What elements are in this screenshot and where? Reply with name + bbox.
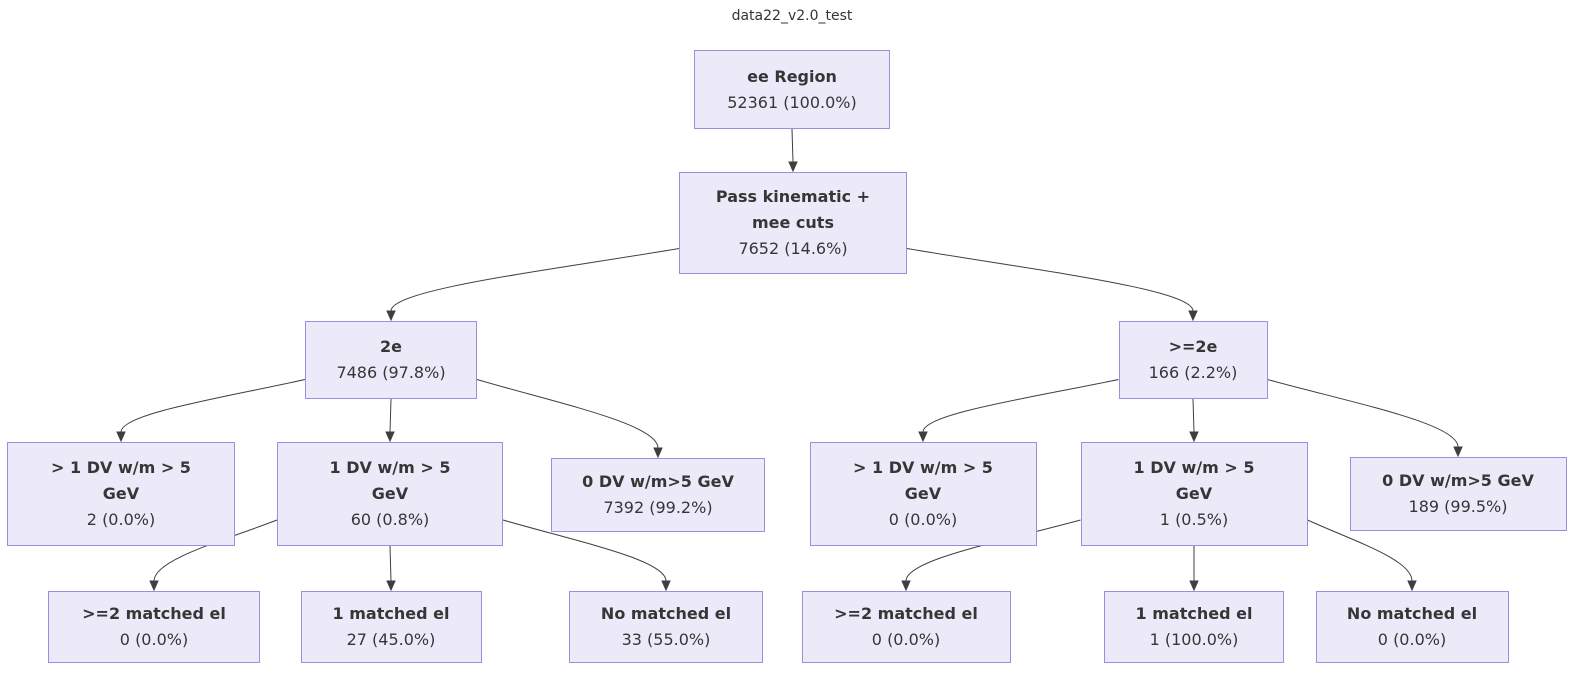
arrowhead bbox=[1188, 310, 1198, 322]
node-label: 0 DV w/m>5 GeV bbox=[1382, 471, 1534, 490]
node-r_ge2m: >=2 matched el 0 (0.0%) bbox=[801, 591, 1011, 663]
arrowhead bbox=[1189, 580, 1199, 592]
node-value: 33 (55.0%) bbox=[621, 630, 711, 649]
node-pass: Pass kinematic + mee cuts 7652 (14.6%) bbox=[679, 172, 907, 274]
node-value: 7392 (99.2%) bbox=[603, 498, 713, 517]
node-value: 52361 (100.0%) bbox=[727, 92, 857, 112]
node-r_gt1dv: > 1 DV w/m > 5 GeV 0 (0.0%) bbox=[809, 442, 1037, 546]
edge-ge2e-r_1dv bbox=[1192, 398, 1195, 433]
node-label: > 1 DV w/m > 5 GeV bbox=[51, 458, 191, 503]
node-value: 1 (100.0%) bbox=[1149, 630, 1239, 649]
arrowhead bbox=[653, 447, 663, 459]
edge-pass-ge2e bbox=[906, 248, 1194, 312]
node-r_0dv: 0 DV w/m>5 GeV 189 (99.5%) bbox=[1349, 457, 1567, 531]
node-e2: 2e 7486 (97.8%) bbox=[305, 321, 477, 399]
arrowhead bbox=[901, 580, 911, 592]
node-label: 1 DV w/m > 5 GeV bbox=[1133, 458, 1255, 503]
edge-e2-l_0dv bbox=[476, 379, 659, 449]
arrowhead bbox=[386, 580, 396, 592]
node-label: No matched el bbox=[600, 604, 732, 623]
node-value: 166 (2.2%) bbox=[1148, 363, 1238, 382]
edge-pass-e2 bbox=[390, 248, 680, 312]
arrowhead bbox=[788, 161, 798, 173]
edge-root-pass bbox=[791, 128, 794, 163]
node-value: 0 (0.0%) bbox=[888, 510, 958, 529]
edge-ge2e-r_0dv bbox=[1267, 379, 1459, 448]
node-value: 0 (0.0%) bbox=[119, 630, 189, 649]
edge-l_1dv-l_1m bbox=[389, 545, 392, 582]
edge-e2-l_1dv bbox=[389, 398, 392, 433]
node-value: 1 (0.5%) bbox=[1159, 510, 1229, 529]
node-label: 0 DV w/m>5 GeV bbox=[582, 472, 734, 491]
node-value: 27 (45.0%) bbox=[346, 630, 436, 649]
edge-r_1dv-r_ge2m bbox=[905, 519, 1081, 582]
edge-l_1dv-l_0m bbox=[502, 519, 667, 582]
node-value: 0 (0.0%) bbox=[1377, 630, 1447, 649]
edge-e2-l_gt1dv bbox=[120, 379, 306, 433]
node-root: ee Region 52361 (100.0%) bbox=[694, 50, 890, 129]
arrowhead bbox=[386, 310, 396, 322]
node-value: 189 (99.5%) bbox=[1408, 497, 1508, 516]
node-label: >=2e bbox=[1168, 337, 1218, 356]
node-value: 7486 (97.8%) bbox=[336, 363, 446, 382]
node-label: 1 matched el bbox=[332, 604, 450, 623]
node-label: > 1 DV w/m > 5 GeV bbox=[853, 458, 993, 503]
node-label: 1 DV w/m > 5 GeV bbox=[329, 458, 451, 503]
arrowhead bbox=[1189, 431, 1199, 443]
edge-l_1dv-l_ge2m bbox=[153, 519, 278, 582]
node-l_1m: 1 matched el 27 (45.0%) bbox=[300, 591, 482, 663]
node-value: 0 (0.0%) bbox=[871, 630, 941, 649]
node-r_1dv: 1 DV w/m > 5 GeV 1 (0.5%) bbox=[1080, 442, 1308, 546]
node-l_0dv: 0 DV w/m>5 GeV 7392 (99.2%) bbox=[551, 458, 765, 532]
node-value: 60 (0.8%) bbox=[350, 510, 430, 529]
arrowhead bbox=[918, 431, 928, 443]
diagram-title: data22_v2.0_test bbox=[731, 8, 853, 24]
node-label: Pass kinematic + mee cuts bbox=[715, 187, 871, 232]
arrowhead bbox=[149, 580, 159, 592]
node-r_0m: No matched el 0 (0.0%) bbox=[1315, 591, 1509, 663]
node-label: 2e bbox=[380, 337, 402, 356]
node-l_1dv: 1 DV w/m > 5 GeV 60 (0.8%) bbox=[277, 442, 503, 546]
node-l_gt1dv: > 1 DV w/m > 5 GeV 2 (0.0%) bbox=[7, 442, 235, 546]
arrowhead bbox=[661, 580, 671, 592]
node-label: 1 matched el bbox=[1135, 604, 1253, 623]
arrowhead bbox=[1407, 580, 1417, 592]
arrowhead bbox=[1453, 446, 1463, 458]
arrowhead bbox=[116, 431, 126, 443]
node-value: 2 (0.0%) bbox=[86, 510, 156, 529]
node-value: 7652 (14.6%) bbox=[738, 239, 848, 258]
node-label: >=2 matched el bbox=[82, 604, 226, 623]
node-label: ee Region bbox=[747, 66, 837, 86]
node-l_ge2m: >=2 matched el 0 (0.0%) bbox=[48, 591, 260, 663]
edge-ge2e-r_gt1dv bbox=[922, 379, 1119, 433]
arrowhead bbox=[385, 431, 395, 443]
node-label: No matched el bbox=[1346, 604, 1478, 623]
node-r_1m: 1 matched el 1 (100.0%) bbox=[1104, 591, 1284, 663]
node-label: >=2 matched el bbox=[834, 604, 978, 623]
edge-r_1dv-r_0m bbox=[1307, 519, 1413, 582]
node-ge2e: >=2e 166 (2.2%) bbox=[1118, 321, 1268, 399]
node-l_0m: No matched el 33 (55.0%) bbox=[569, 591, 763, 663]
